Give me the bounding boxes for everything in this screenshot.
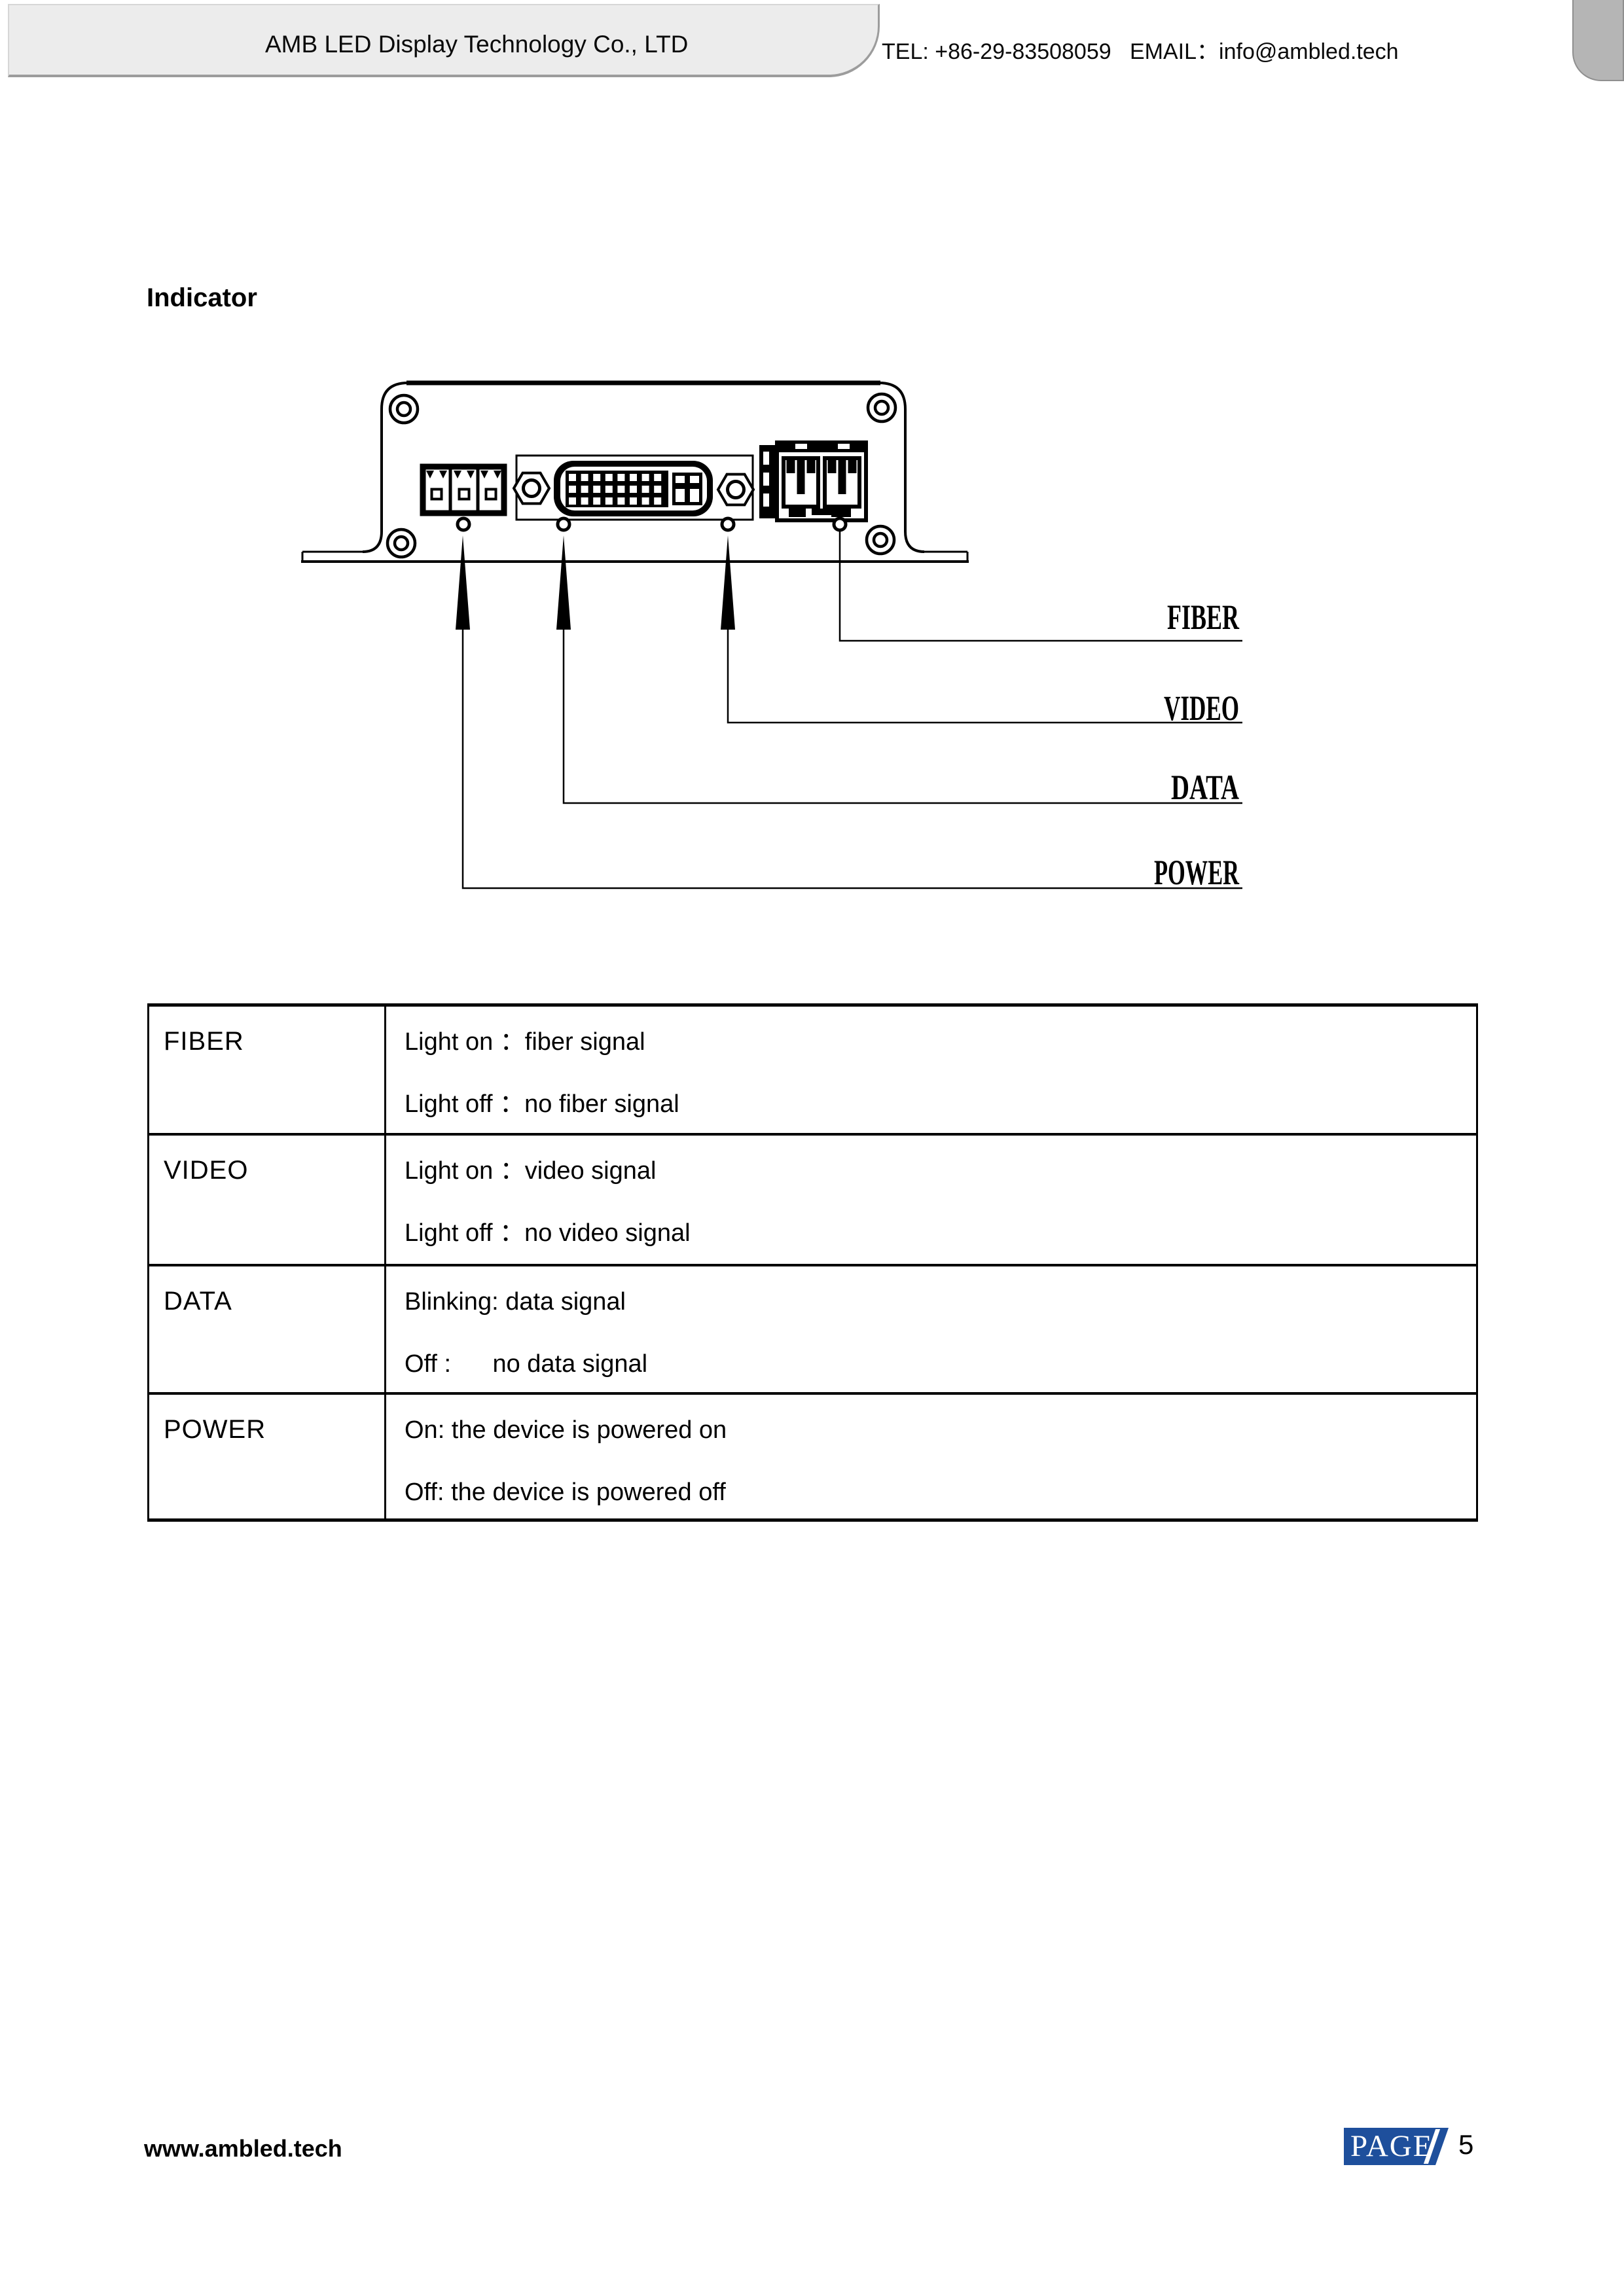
power-led: [456, 516, 471, 532]
callout-label-video: VIDEO: [1164, 689, 1239, 728]
page-logo-text: PAGE: [1350, 2129, 1434, 2163]
table-row-label: FIBER: [149, 1007, 386, 1133]
desc-line: On: the device is powered on: [405, 1416, 727, 1444]
table-row-desc: Light on ：fiber signal Light off ：no fib…: [386, 1007, 1476, 1133]
page-number: 5: [1458, 2129, 1474, 2160]
fiber-led: [832, 516, 848, 532]
desc-line: Light on ：video signal: [405, 1157, 657, 1185]
header-contact: TEL: +86-29-83508059 EMAIL：info@ambled.t…: [882, 39, 1399, 64]
page-logo: PAGE: [1344, 2128, 1449, 2165]
dvi-analog-pins: [672, 473, 702, 505]
callout-lines: [461, 530, 1242, 889]
table-row-label: POWER: [149, 1392, 386, 1518]
dvi-connector: [512, 454, 755, 521]
device-rear-panel-diagram: FIBER VIDEO DATA POWER: [301, 380, 1242, 892]
video-led: [720, 516, 736, 532]
mounting-flange: [301, 550, 969, 563]
indicator-table: FIBER Light on ：fiber signal Light off ：…: [147, 1003, 1478, 1522]
header-corner-tab: [1572, 0, 1624, 81]
table-row-label: DATA: [149, 1264, 386, 1392]
desc-line: Off : no data signal: [405, 1350, 648, 1378]
dvi-pin-grid: [569, 474, 662, 505]
table-row-desc: On: the device is powered on Off: the de…: [386, 1392, 1476, 1518]
power-terminal-connector: [420, 463, 507, 516]
desc-line: Light off ：no fiber signal: [405, 1090, 679, 1118]
desc-line: Light off ：no video signal: [405, 1219, 691, 1247]
header-band: [8, 4, 880, 77]
section-title: Indicator: [147, 283, 257, 312]
footer-website: www.ambled.tech: [144, 2135, 342, 2162]
callout-label-power: POWER: [1154, 853, 1240, 892]
data-led: [556, 516, 571, 532]
desc-line: Off: the device is powered off: [405, 1479, 726, 1506]
table-row-desc: Light on ：video signal Light off ：no vid…: [386, 1133, 1476, 1264]
callout-label-fiber: FIBER: [1167, 598, 1240, 637]
table-row-desc: Blinking: data signal Off : no data sign…: [386, 1264, 1476, 1392]
desc-line: Blinking: data signal: [405, 1288, 626, 1316]
callout-label-data: DATA: [1171, 768, 1239, 807]
company-name: AMB LED Display Technology Co., LTD: [265, 31, 689, 58]
desc-line: Light on ：fiber signal: [405, 1028, 645, 1056]
panel-screw-icons: [386, 392, 897, 559]
fiber-lc-connector: [759, 440, 868, 522]
callout-arrowheads: [456, 535, 735, 630]
table-row-label: VIDEO: [149, 1133, 386, 1264]
